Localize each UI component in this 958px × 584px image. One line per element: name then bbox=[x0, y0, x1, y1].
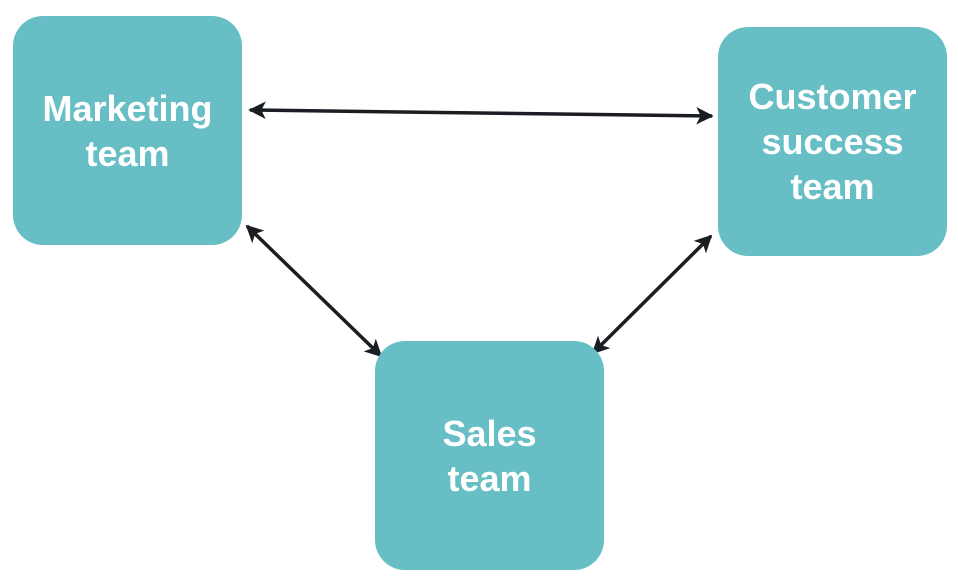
node-sales-team: Sales team bbox=[375, 341, 604, 570]
node-label: Marketing team bbox=[42, 87, 213, 174]
edge-customer-sales bbox=[591, 234, 713, 355]
node-customer-success-team: Customer success team bbox=[718, 27, 947, 256]
edge-marketing-customer bbox=[248, 101, 714, 125]
node-label: Customer success team bbox=[748, 76, 917, 207]
node-marketing-team: Marketing team bbox=[13, 16, 242, 245]
node-label: Sales team bbox=[442, 412, 537, 499]
edge-marketing-sales bbox=[245, 224, 383, 358]
